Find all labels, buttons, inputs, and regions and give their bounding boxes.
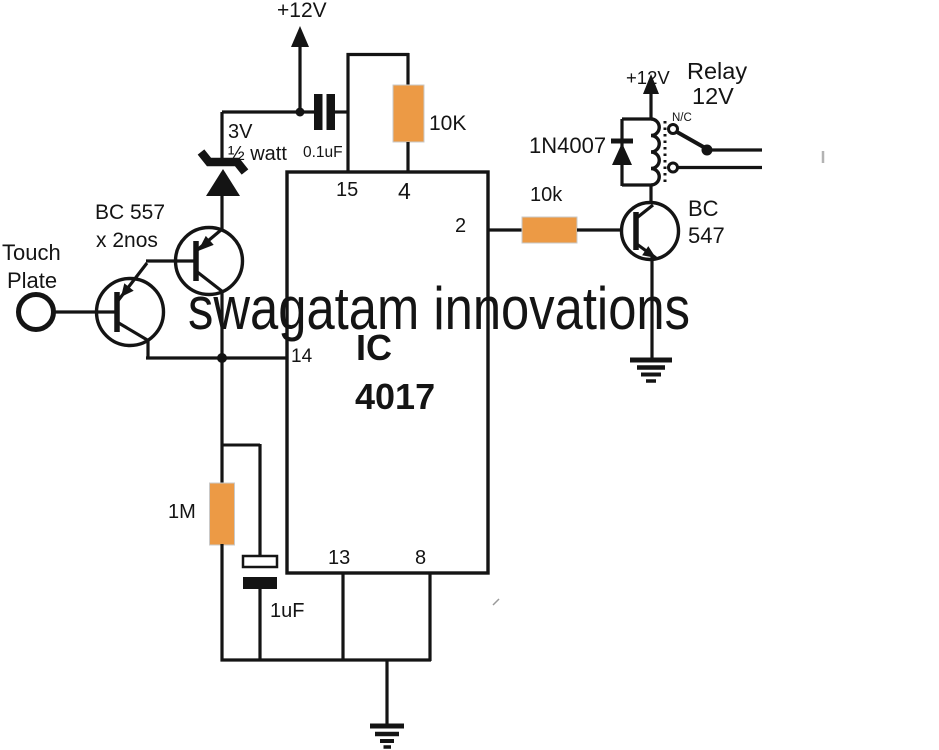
bias-branch-1m <box>209 357 235 662</box>
zener-cathode-bar <box>197 149 249 175</box>
arrow-up-icon <box>291 26 309 47</box>
nc-contact <box>667 123 679 135</box>
pnp-transistor-1 <box>54 259 196 359</box>
pin4-label: 4 <box>398 178 411 204</box>
supply-top-label: +12V <box>277 0 327 22</box>
nc-label: N/C <box>672 112 692 124</box>
collector-lead <box>635 203 654 220</box>
capacitor-01uf <box>314 94 349 130</box>
pnp-qty-label: x 2nos <box>96 229 158 252</box>
npn-part-label-1: BC <box>688 196 719 221</box>
relay-voltage-label: 12V <box>692 83 734 109</box>
pin8-label: 8 <box>415 547 426 569</box>
zener-diode <box>197 112 249 230</box>
cap-01uf-label: 0.1uF <box>303 144 343 161</box>
pin15-label: 15 <box>336 179 358 201</box>
touch-plate-terminal <box>16 292 56 332</box>
resistor-1m <box>209 482 235 546</box>
cap-plate <box>314 94 323 130</box>
collector-lead <box>195 269 224 294</box>
ic-4017-body <box>285 170 490 575</box>
cap-1uf-label: 1uF <box>270 600 304 622</box>
npn-transistor <box>619 185 681 359</box>
bottom-rail <box>220 573 432 724</box>
relay-coil <box>611 117 667 187</box>
pin2-label: 2 <box>455 215 466 237</box>
supply-right-label: +12V <box>626 67 670 88</box>
ic-name-label: IC <box>356 327 392 368</box>
resistor-10k-base <box>521 216 578 244</box>
watermark-text: swagatam innovations <box>188 275 690 342</box>
supply-right <box>643 74 659 120</box>
zener-voltage-label: 3V <box>228 121 253 143</box>
pin13-label: 13 <box>328 547 350 569</box>
pnp-part-label: BC 557 <box>95 201 165 224</box>
relay-label: Relay <box>687 58 747 84</box>
transistor-body <box>94 276 166 348</box>
emitter-arrow-icon <box>642 246 656 258</box>
npn-part-label-2: 547 <box>688 223 725 248</box>
zener-wattage-label: ½ watt <box>228 143 287 165</box>
transistor-body <box>619 200 681 262</box>
plate-label: Plate <box>7 268 57 293</box>
emitter-arrow-icon <box>198 235 214 251</box>
capacitor-1uf <box>221 443 279 662</box>
contact-arm <box>676 130 708 151</box>
resistor-10k-top-label: 10K <box>429 112 466 135</box>
coil-windings <box>650 117 661 187</box>
emitter-arrow-icon <box>121 283 134 297</box>
cap-plate-negative <box>243 577 277 589</box>
collector-lead <box>116 320 150 343</box>
reset-network <box>346 52 425 172</box>
relay-contacts <box>667 123 762 174</box>
ic-number-label: 4017 <box>355 376 435 417</box>
stray-mark <box>492 598 500 606</box>
flyback-diode-label: 1N4007 <box>529 133 606 158</box>
arrow-up-icon <box>643 74 659 94</box>
resistor-10k-base-label: 10k <box>530 184 563 206</box>
diode-triangle <box>206 169 240 196</box>
cap-plate-positive <box>241 554 279 569</box>
no-contact <box>667 161 679 174</box>
resistor-1m-label: 1M <box>168 501 196 523</box>
touch-label: Touch <box>2 240 61 265</box>
ground-symbol-bottom <box>370 723 404 749</box>
pin14-label: 14 <box>291 346 313 367</box>
cap-plate <box>326 94 335 130</box>
pin14-rail <box>146 353 287 363</box>
junction-dot <box>295 107 305 117</box>
resistor-10k-top <box>392 84 425 143</box>
ground-symbol-right <box>630 357 672 383</box>
flyback-diode-triangle <box>612 143 632 165</box>
output-network <box>488 216 623 244</box>
supply-top <box>222 26 316 117</box>
